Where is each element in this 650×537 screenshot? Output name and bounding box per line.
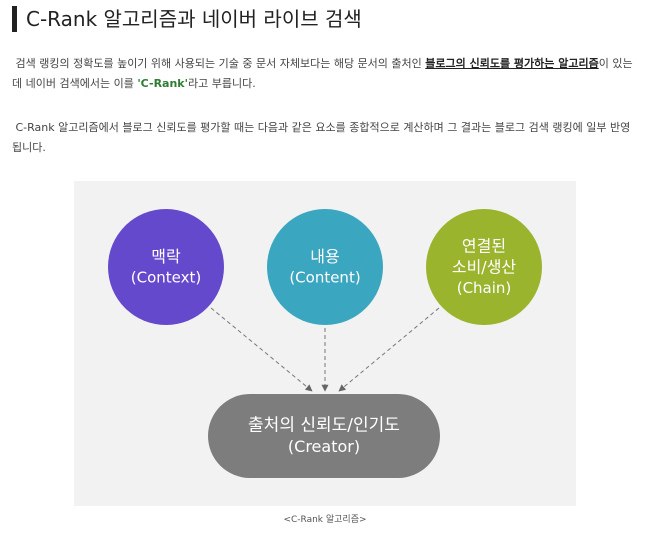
node-creator: 출처의 신뢰도/인기도(Creator) xyxy=(208,394,440,478)
node-context-label-1: (Context) xyxy=(131,269,201,287)
node-context-label-0: 맥락 xyxy=(151,247,181,266)
diagram-caption: <C-Rank 알고리즘> xyxy=(283,515,367,525)
node-content-label-1: (Content) xyxy=(289,269,360,287)
node-creator-label-1: (Creator) xyxy=(288,437,360,456)
intro-text-end: 라고 부릅니다. xyxy=(187,77,256,90)
page-heading: C-Rank 알고리즘과 네이버 라이브 검색 xyxy=(12,6,362,32)
detail-paragraph: C-Rank 알고리즘에서 블로그 신뢰도를 평가할 때는 다음과 같은 요소를… xyxy=(12,118,638,158)
node-creator-shape xyxy=(208,394,440,478)
node-context: 맥락 (Context) xyxy=(108,209,224,325)
detail-text: C-Rank 알고리즘에서 블로그 신뢰도를 평가할 때는 다음과 같은 요소를… xyxy=(12,121,631,154)
node-content: 내용 (Content) xyxy=(267,209,383,325)
node-content-shape xyxy=(267,209,383,325)
node-chain-label-1: 소비/생산 xyxy=(452,258,517,277)
c-rank-highlight: 'C-Rank' xyxy=(137,77,188,90)
node-chain-label-2: (Chain) xyxy=(457,279,512,297)
arrow-context-to-creator xyxy=(210,307,313,392)
node-creator-label-0: 출처의 신뢰도/인기도 xyxy=(248,416,400,436)
arrow-chain-to-creator xyxy=(338,307,440,392)
node-chain-label-0: 연결된 xyxy=(462,237,506,256)
intro-paragraph: 검색 랭킹의 정확도를 높이기 위해 사용되는 기술 중 문서 자체보다는 해당… xyxy=(12,54,638,94)
node-chain-shape xyxy=(426,209,542,325)
intro-text-start: 검색 랭킹의 정확도를 높이기 위해 사용되는 기술 중 문서 자체보다는 해당… xyxy=(15,57,426,70)
intro-text-middle: 이 있는데 네이버 검색에서는 이를 xyxy=(12,57,633,90)
node-content-label-0: 내용 xyxy=(310,247,339,266)
node-context-shape xyxy=(108,209,224,325)
intro-emphasis: 블로그의 신뢰도를 평가하는 알고리즘 xyxy=(425,57,599,70)
